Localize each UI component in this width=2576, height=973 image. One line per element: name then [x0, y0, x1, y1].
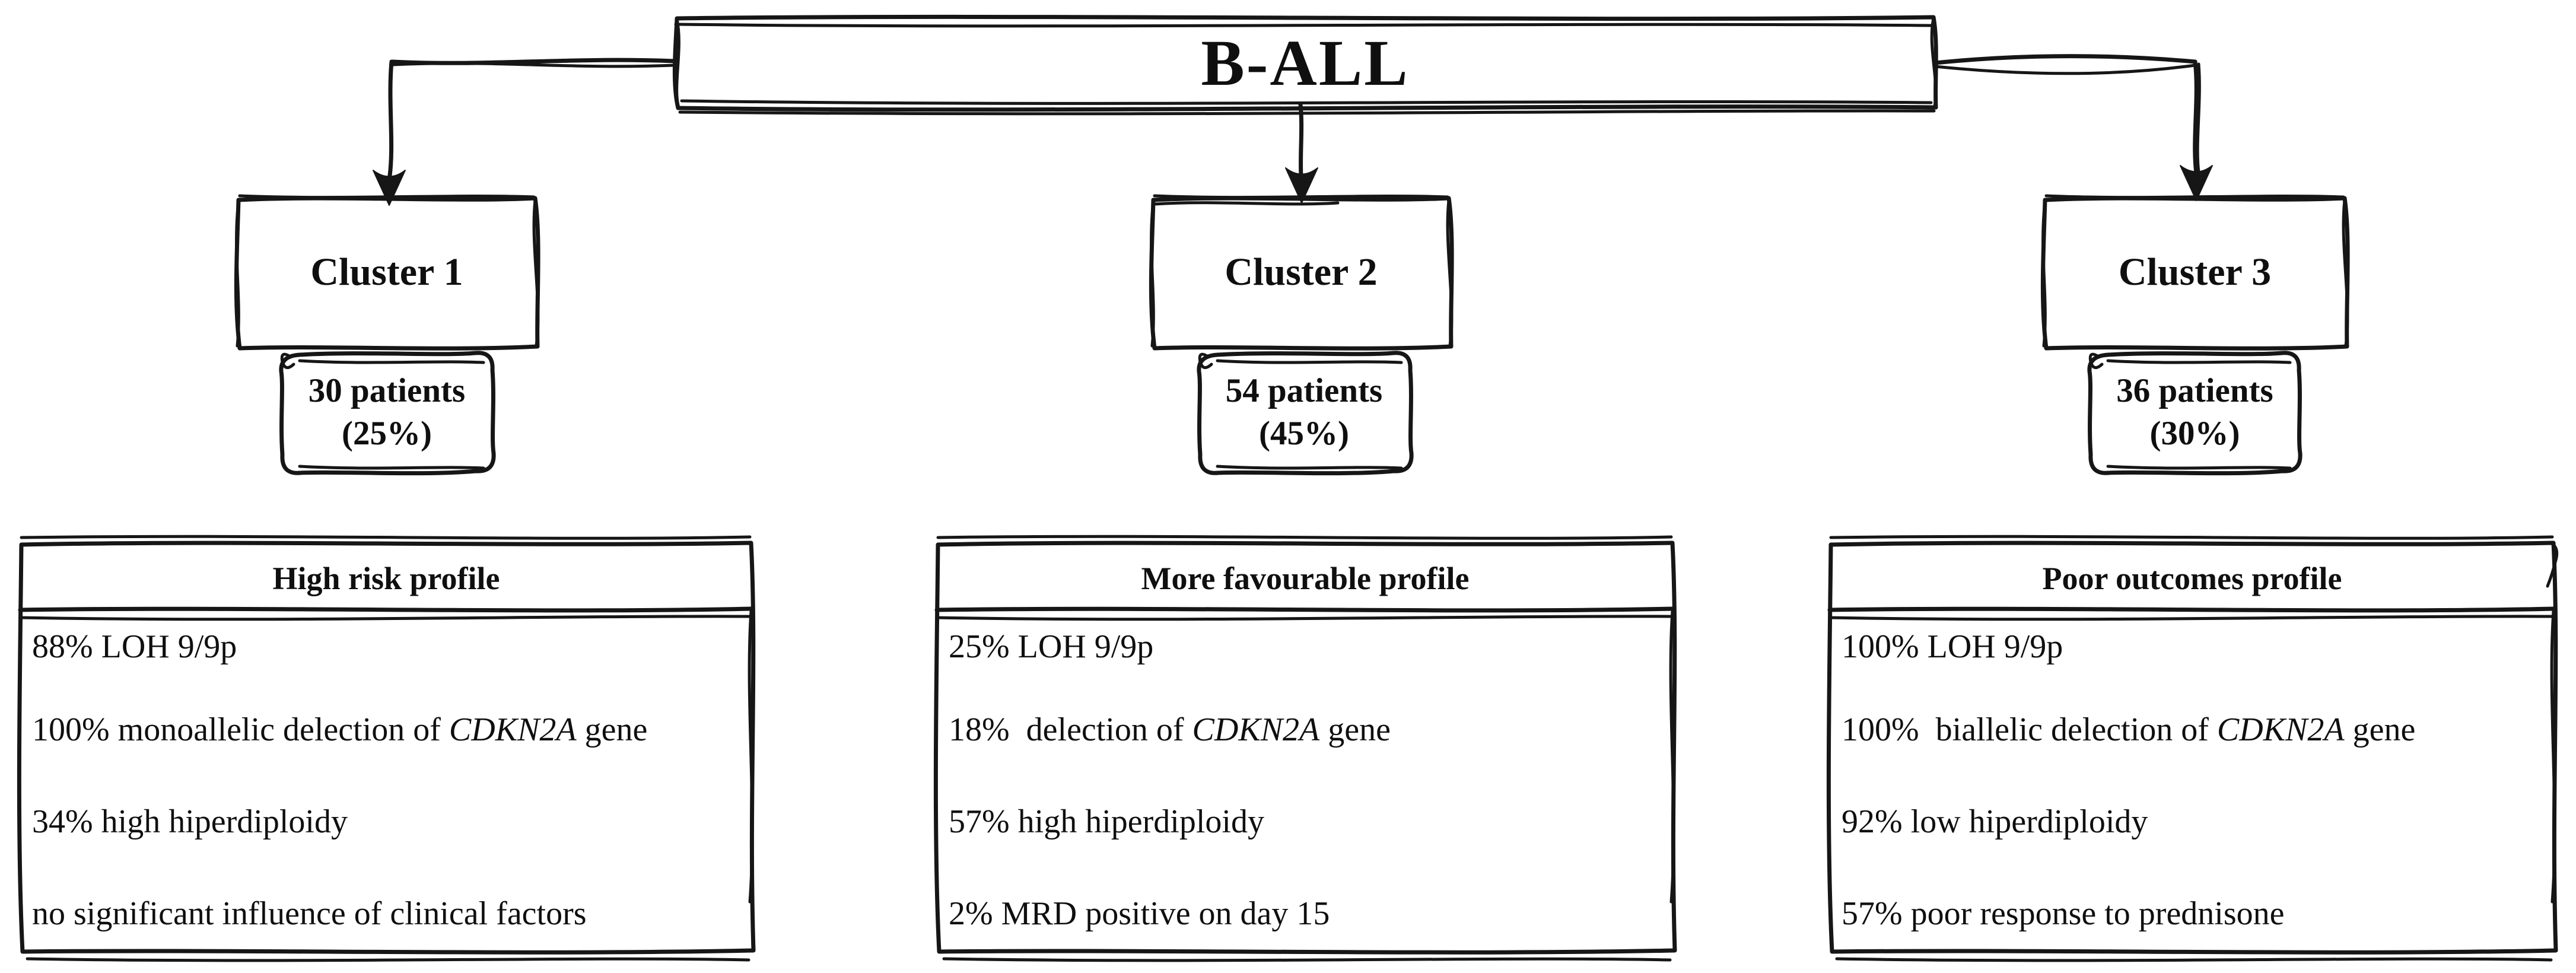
arrowhead-cluster3 [2180, 165, 2213, 201]
cluster3-profile-header: Poor outcomes profile [2042, 561, 2342, 596]
row-gene-italic: CDKN2A [2216, 711, 2345, 748]
connector-ball-to-cluster3 [1933, 54, 2213, 201]
row-text: 57% high hiperdiploidy [949, 803, 1264, 840]
cluster3-node-label: Cluster 3 [2118, 250, 2272, 294]
profile-row: 100% LOH 9/9p [1842, 628, 2550, 666]
cluster2-profile-box: More favourable profile 25% LOH 9/9p 18%… [934, 541, 1676, 964]
profile1-box-outline [17, 535, 756, 962]
cluster2-patients-box-outline [1197, 351, 1414, 476]
cluster2-profile-header: More favourable profile [1141, 561, 1470, 596]
row-text: gene [1319, 711, 1391, 748]
cluster2-patients-count: 54 patients [1225, 372, 1383, 409]
cluster3-box-outline [2040, 194, 2350, 351]
profile-row: 57% high hiperdiploidy [949, 803, 1669, 841]
row-text: 100% LOH 9/9p [1842, 628, 2063, 665]
profile-row: 57% poor response to prednisone [1842, 895, 2550, 933]
profile-row: 34% high hiperdiploidy [32, 803, 748, 841]
row-text: 92% low hiperdiploidy [1842, 803, 2148, 840]
row-text: 100% biallelic delection of [1842, 711, 2217, 748]
cluster1-profile-box: High risk profile 88% LOH 9/9p 100% mono… [18, 541, 755, 964]
cluster3-patients-percent: (30%) [2149, 415, 2240, 452]
profile-row: 18% delection of CDKN2A gene [949, 711, 1669, 749]
arrowhead-cluster1 [373, 170, 406, 206]
row-text: gene [2344, 711, 2416, 748]
profile-row: 100% biallelic delection of CDKN2A gene [1842, 711, 2550, 749]
cluster1-node-label: Cluster 1 [310, 250, 463, 294]
arrowhead-cluster2 [1285, 167, 1318, 203]
cluster1-patients-box-outline [279, 351, 496, 476]
row-text: 34% high hiperdiploidy [32, 803, 348, 840]
profile-row: 25% LOH 9/9p [949, 628, 1669, 666]
profile-row: 100% monoallelic delection of CDKN2A gen… [32, 711, 748, 749]
cluster1-patients-percent: (25%) [342, 415, 432, 452]
row-text: no significant influence of clinical fac… [32, 895, 587, 932]
row-text: 25% LOH 9/9p [949, 628, 1154, 665]
profile-row: 92% low hiperdiploidy [1842, 803, 2550, 841]
cluster3-profile-box: Poor outcomes profile 100% LOH 9/9p 100%… [1827, 541, 2557, 964]
cluster1-patients-label: 30 patients (25%) [279, 351, 494, 473]
profile-row: 2% MRD positive on day 15 [949, 895, 1669, 933]
cluster2-patients-label: 54 patients (45%) [1197, 351, 1411, 473]
cluster3-patients-box-outline [2087, 351, 2303, 476]
cluster2-box-outline [1149, 194, 1454, 351]
connector-ball-to-cluster2 [1285, 102, 1318, 203]
cluster2-patients-percent: (45%) [1259, 415, 1349, 452]
row-text: 88% LOH 9/9p [32, 628, 237, 665]
connector-ball-to-cluster1 [373, 58, 677, 206]
profile-row: 88% LOH 9/9p [32, 628, 748, 666]
cluster2-node-label: Cluster 2 [1225, 250, 1378, 294]
cluster3-patients-label: 36 patients (30%) [2089, 351, 2301, 473]
cluster3-patients-count: 36 patients [2116, 372, 2273, 409]
row-text: 2% MRD positive on day 15 [949, 895, 1330, 932]
profile-row: no significant influence of clinical fac… [32, 895, 748, 933]
cluster1-patients-count: 30 patients [308, 372, 466, 409]
row-gene-italic: CDKN2A [449, 711, 577, 748]
profile2-box-outline [933, 535, 1677, 962]
root-node-label: B-ALL [1201, 26, 1410, 99]
cluster1-box-outline [234, 194, 540, 351]
cluster1-profile-header: High risk profile [272, 561, 500, 596]
b-all-box-outline [672, 14, 1938, 116]
row-gene-italic: CDKN2A [1192, 711, 1320, 748]
row-text: 18% delection of [949, 711, 1192, 748]
row-text: gene [576, 711, 648, 748]
row-text: 57% poor response to prednisone [1842, 895, 2285, 932]
row-text: 100% monoallelic delection of [32, 711, 449, 748]
profile3-box-outline [1826, 535, 2559, 962]
